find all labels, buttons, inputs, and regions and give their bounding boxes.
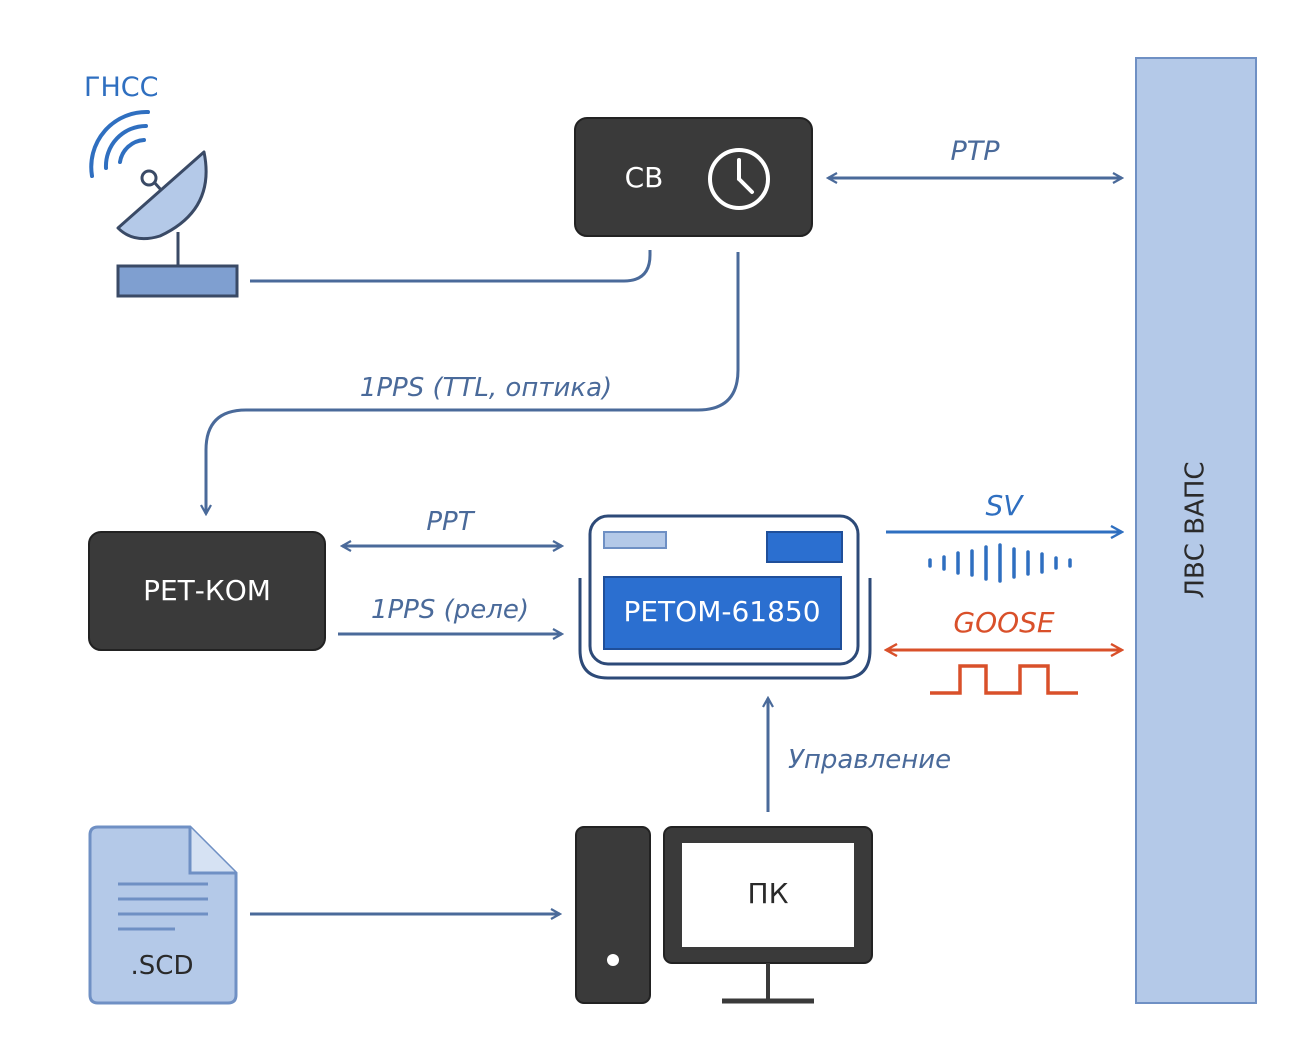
pc-label: ПК (748, 877, 789, 910)
gnss-link-line (250, 250, 652, 283)
goose-label: GOOSE (953, 606, 1055, 639)
sv-label: SV (986, 489, 1025, 522)
ppt-label: РРТ (426, 507, 475, 537)
retom-device: РЕТОМ-61850 (578, 514, 872, 680)
scd-file-icon: .SCD (88, 825, 238, 1005)
pps-ttl-label: 1PPS (TTL, оптика) (360, 373, 612, 403)
satellite-dish-icon: ГНСС (84, 72, 239, 298)
ret-kom-box: РЕТ-КОМ (88, 531, 326, 651)
ptp-label: PTP (950, 136, 1000, 167)
time-server-box: СВ (574, 117, 813, 237)
time-server-label: СВ (625, 161, 664, 194)
lan-bus: ЛВС ВАПС (1135, 57, 1257, 1004)
pps-ttl-link (206, 252, 740, 514)
clock-icon (708, 148, 770, 210)
sv-waveform-icon (928, 543, 1072, 583)
control-label: Управление (788, 745, 951, 775)
scd-label: .SCD (131, 951, 194, 981)
goose-square-wave-icon (930, 664, 1078, 695)
retom-label: РЕТОМ-61850 (623, 595, 820, 628)
ret-kom-label: РЕТ-КОМ (143, 574, 271, 607)
lan-label: ЛВС ВАПС (1181, 461, 1211, 598)
gnss-label: ГНСС (84, 72, 158, 103)
pps-relay-label: 1PPS (реле) (371, 595, 529, 625)
computer-icon: ПК (575, 826, 873, 1004)
